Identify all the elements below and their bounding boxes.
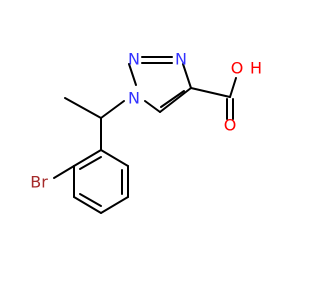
bond-n1-n2 <box>128 63 137 86</box>
bond-n1-chiral-c <box>100 100 125 119</box>
atom-oxygen-carbonyl: O <box>224 116 237 135</box>
atom-labels: N N N O H O Br <box>30 50 262 192</box>
atom-bromine: Br <box>30 173 48 192</box>
atom-oxygen-hydroxyl: O <box>231 59 244 78</box>
atom-n2: N <box>128 50 140 69</box>
bonds <box>53 56 237 214</box>
bond-c4-ccooh <box>190 87 231 98</box>
bond-ccooh-oh <box>229 77 237 98</box>
bond-n3-c4 <box>182 63 192 89</box>
bond-c4-c5-double <box>160 90 185 108</box>
molecule-structure: N N N O H O Br <box>30 50 262 214</box>
bond-ar4-ar5 <box>73 196 102 214</box>
bond-ar1-ar2 <box>100 149 129 167</box>
bond-c5-n1 <box>144 100 161 113</box>
bond-ar6-br <box>53 165 75 179</box>
bond-ar3-ar4 <box>100 196 129 214</box>
bond-ar4-ar5-double <box>79 193 102 207</box>
bond-c4-c5 <box>159 87 192 113</box>
atom-n1: N <box>128 89 140 108</box>
atom-hydrogen-hydroxyl: H <box>250 59 262 78</box>
bond-ar6-ar1 <box>73 149 102 167</box>
bond-chiral-c-methyl <box>64 97 102 119</box>
bond-ar6-ar1-double <box>79 156 102 170</box>
atom-n3: N <box>175 50 187 69</box>
